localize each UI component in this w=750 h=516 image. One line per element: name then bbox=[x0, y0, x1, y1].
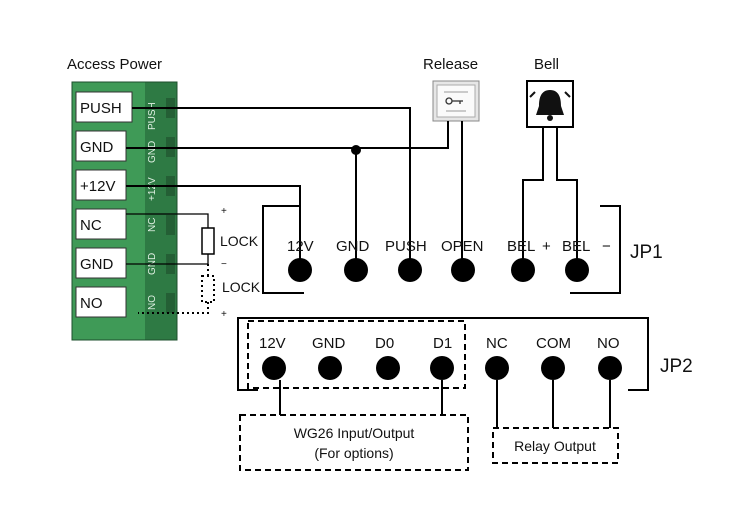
jp1-pin-bel-minus bbox=[565, 258, 589, 282]
jp1-pins bbox=[288, 258, 589, 282]
jp2-pin-gnd bbox=[318, 356, 342, 380]
key-icon bbox=[445, 97, 463, 105]
jp1-label: JP1 bbox=[630, 242, 663, 263]
jp2-pin-label: GND bbox=[312, 335, 346, 352]
terminal-label: GND bbox=[80, 139, 114, 156]
relay-box-label: Relay Output bbox=[514, 438, 596, 454]
jp2-pin-12v bbox=[262, 356, 286, 380]
jp2-pin-com bbox=[541, 356, 565, 380]
jp2-pin-label: COM bbox=[536, 335, 571, 352]
jp2-pin-label: D1 bbox=[433, 335, 452, 352]
lock-optional bbox=[201, 275, 215, 303]
lock-label: LOCK bbox=[220, 233, 259, 249]
terminal-nc: NC bbox=[75, 208, 127, 240]
jp2-label: JP2 bbox=[660, 356, 693, 377]
jp1-pin-label: BEL bbox=[562, 238, 590, 255]
jp1-pin-label: BEL bbox=[507, 238, 535, 255]
pcb-silk-label: +12V bbox=[147, 177, 158, 201]
terminal-label: GND bbox=[80, 256, 114, 273]
terminal-push: PUSH bbox=[75, 91, 133, 123]
jp2-pin-d0 bbox=[376, 356, 400, 380]
terminal-label: +12V bbox=[80, 178, 115, 195]
terminal-no: NO bbox=[75, 286, 127, 318]
release-title: Release bbox=[423, 56, 478, 73]
jp2-pins bbox=[262, 356, 622, 380]
jp1-pin-label: PUSH bbox=[385, 238, 427, 255]
jp1-pin-12v bbox=[288, 258, 312, 282]
jp1-pin-label: GND bbox=[336, 238, 370, 255]
jp2-connector: 12V GND D0 D1 NC COM NO JP2 bbox=[237, 317, 693, 391]
lock-resistor bbox=[201, 227, 215, 255]
pcb-silk-label: GND bbox=[147, 141, 158, 163]
jp2-pin-no bbox=[598, 356, 622, 380]
release-button: Release bbox=[423, 56, 480, 122]
jp2-pin-label: 12V bbox=[259, 335, 286, 352]
wiegand-box: WG26 Input/Output (For options) bbox=[239, 380, 469, 471]
jp1-pin-open bbox=[451, 258, 475, 282]
wiring: LOCK LOCK + − + bbox=[126, 107, 578, 320]
relay-box: Relay Output bbox=[492, 380, 619, 464]
jp2-pin-nc bbox=[485, 356, 509, 380]
pcb-silk-label: NO bbox=[147, 295, 158, 310]
jp2-pin-label: NO bbox=[597, 335, 620, 352]
terminal-gnd-2: GND bbox=[75, 247, 127, 279]
access-power-title: Access Power bbox=[67, 56, 162, 73]
jp1-pin-bel-plus bbox=[511, 258, 535, 282]
wiegand-pin-group bbox=[247, 320, 466, 389]
access-power-panel: Access Power PUSH GND +12V NC GND NO bbox=[67, 56, 178, 341]
bell-icon bbox=[529, 90, 571, 121]
jp1-pin-push bbox=[398, 258, 422, 282]
jp2-pin-label: NC bbox=[486, 335, 508, 352]
pcb-silk-label: PUSH bbox=[147, 102, 158, 130]
jp1-connector: 12V GND PUSH OPEN BEL BEL + − JP1 bbox=[262, 205, 663, 294]
polarity-sign: + bbox=[221, 206, 227, 217]
wiegand-box-line2: (For options) bbox=[314, 445, 393, 461]
terminal-label: PUSH bbox=[80, 100, 122, 117]
polarity-sign: − bbox=[221, 259, 227, 270]
jp2-pin-d1 bbox=[430, 356, 454, 380]
lock-label: LOCK bbox=[222, 279, 261, 295]
terminal-gnd: GND bbox=[75, 130, 127, 162]
jp1-pin-gnd bbox=[344, 258, 368, 282]
jp1-pin-label: OPEN bbox=[441, 238, 484, 255]
bell-device: Bell bbox=[526, 56, 574, 128]
junction-dot bbox=[351, 145, 361, 155]
polarity-sign: + bbox=[221, 309, 227, 320]
pcb-silk-label: NC bbox=[147, 218, 158, 232]
wiegand-box-line1: WG26 Input/Output bbox=[294, 425, 415, 441]
terminal-label: NO bbox=[80, 295, 103, 312]
jp1-pin-label: 12V bbox=[287, 238, 314, 255]
terminal-12v: +12V bbox=[75, 169, 127, 201]
bel-sign: − bbox=[602, 238, 611, 255]
bell-title: Bell bbox=[534, 56, 559, 73]
terminal-label: NC bbox=[80, 217, 102, 234]
jp2-pin-label: D0 bbox=[375, 335, 394, 352]
bel-sign: + bbox=[542, 238, 551, 255]
